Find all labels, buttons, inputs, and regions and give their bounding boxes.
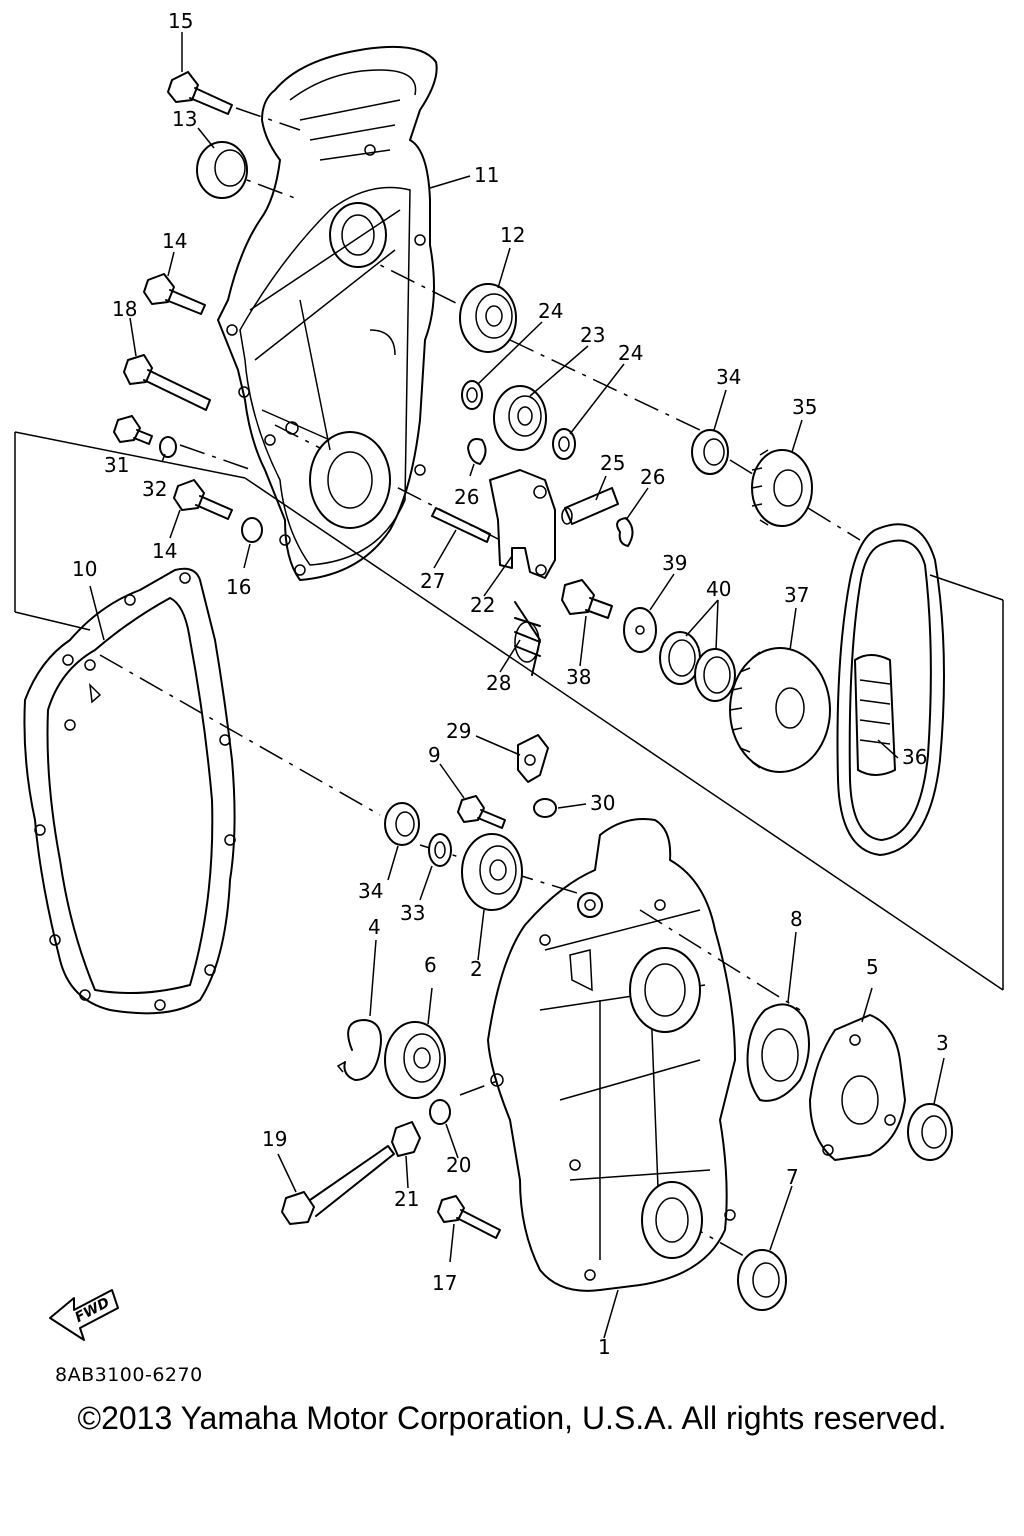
callout-26-right: 26	[640, 465, 665, 489]
callout-34-upper: 34	[716, 365, 741, 389]
tensioner-assembly	[467, 438, 634, 676]
callout-29: 29	[446, 719, 471, 743]
callout-37: 37	[784, 583, 809, 607]
callout-34-lower: 34	[358, 879, 383, 903]
callout-18: 18	[112, 297, 137, 321]
document-id: 8AB3100-6270	[55, 1364, 203, 1386]
callout-2: 2	[470, 957, 483, 981]
callout-14-lower: 14	[152, 539, 177, 563]
callout-33: 33	[400, 901, 425, 925]
callout-14-upper: 14	[162, 229, 187, 253]
callout-25: 25	[600, 451, 625, 475]
callout-35: 35	[792, 395, 817, 419]
callout-15: 15	[168, 9, 193, 33]
callout-8: 8	[790, 907, 803, 931]
callout-1: 1	[598, 1335, 611, 1359]
callout-9: 9	[428, 743, 441, 767]
upper-case-cover	[217, 45, 438, 581]
leader-lines	[89, 32, 945, 1339]
callout-5: 5	[866, 955, 879, 979]
callout-36: 36	[902, 745, 927, 769]
callout-39: 39	[662, 551, 687, 575]
callout-20: 20	[446, 1153, 471, 1177]
exploded-parts-diagram: FWD 15 13 11 12 14 18 24 23 24 34 35 31 …	[14, 9, 1004, 1359]
callout-28: 28	[486, 671, 511, 695]
callout-30: 30	[590, 791, 615, 815]
callout-13: 13	[172, 107, 197, 131]
callout-11: 11	[474, 163, 499, 187]
copyright-notice: ©2013 Yamaha Motor Corporation, U.S.A. A…	[77, 1400, 947, 1436]
fwd-arrow-icon: FWD	[49, 1289, 119, 1341]
bearing-cover	[746, 1003, 906, 1161]
callout-22: 22	[470, 593, 495, 617]
callout-24-left: 24	[538, 299, 563, 323]
bolts	[113, 71, 619, 1239]
bearings-and-seals	[159, 141, 953, 1311]
callout-17: 17	[432, 1271, 457, 1295]
callout-27: 27	[420, 569, 445, 593]
callout-40: 40	[706, 577, 731, 601]
callout-10: 10	[72, 557, 97, 581]
callout-19: 19	[262, 1127, 287, 1151]
callout-38: 38	[566, 665, 591, 689]
callout-labels: 15 13 11 12 14 18 24 23 24 34 35 31 32 2…	[72, 9, 949, 1359]
reference-frame	[14, 431, 1004, 991]
callout-32: 32	[142, 477, 167, 501]
callout-23: 23	[580, 323, 605, 347]
callout-7: 7	[786, 1165, 799, 1189]
callout-12: 12	[500, 223, 525, 247]
sprockets-and-chain	[729, 449, 945, 856]
callout-31: 31	[104, 453, 129, 477]
callout-21: 21	[394, 1187, 419, 1211]
callout-6: 6	[424, 953, 437, 977]
callout-24-right: 24	[618, 341, 643, 365]
callout-16: 16	[226, 575, 251, 599]
callout-3: 3	[936, 1031, 949, 1055]
lower-main-case	[487, 818, 736, 1292]
gasket	[23, 567, 236, 1015]
callout-26-left: 26	[454, 485, 479, 509]
callout-4: 4	[368, 915, 381, 939]
